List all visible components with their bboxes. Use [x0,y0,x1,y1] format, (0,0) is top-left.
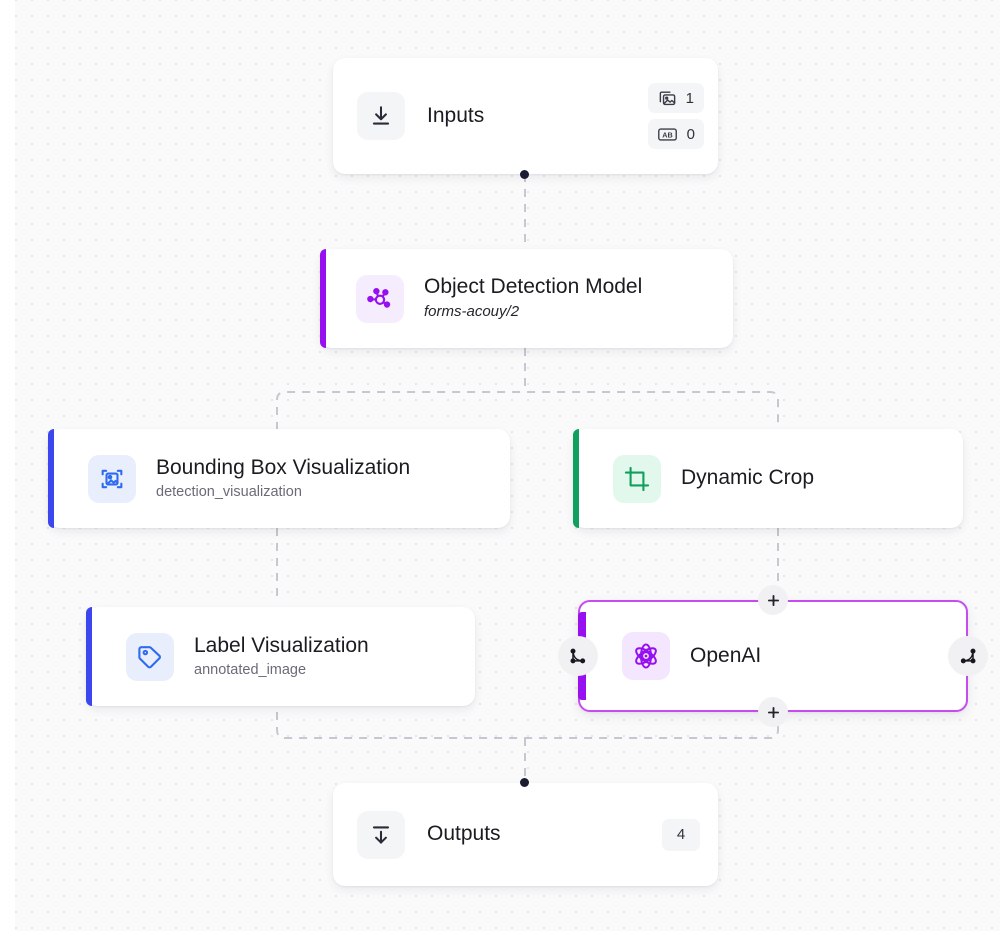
canvas-left-gutter [0,0,15,931]
crop-icon [624,466,650,491]
outputs-count-badge: 4 [662,818,700,851]
upload-from-line-icon [372,825,390,844]
node-object-detection-model[interactable]: Object Detection Model forms-acouy/2 [320,249,733,348]
node-accent-bar [573,429,579,528]
node-accent-bar [320,249,326,348]
node-outputs[interactable]: Outputs 4 [333,783,718,886]
model-icon-tile [356,274,404,323]
add-node-bottom-handle[interactable] [758,697,788,727]
outputs-text-block: Outputs [427,822,501,846]
inputs-icon-tile [357,92,405,140]
svg-text:AB: AB [662,130,672,139]
node-bounding-box-visualization[interactable]: Bounding Box Visualization detection_vis… [48,429,510,528]
node-dynamic-crop[interactable]: Dynamic Crop [573,429,963,528]
outputs-icon-tile [357,810,405,859]
model-text-block: Object Detection Model forms-acouy/2 [424,275,642,322]
badge-images-count: 1 [685,89,694,107]
model-subtitle: forms-acouy/2 [424,303,520,321]
tag-icon [138,645,161,668]
branch-icon [570,648,586,664]
image-box-icon [101,469,123,488]
label-subtitle: annotated_image [194,661,307,678]
output-branch-handle[interactable] [948,636,988,676]
branch-icon [960,648,976,664]
outputs-input-dot [520,778,529,787]
edge-merge-bar [276,712,779,739]
node-label-visualization[interactable]: Label Visualization annotated_image [86,607,475,706]
node-openai[interactable]: OpenAI [558,585,988,727]
label-icon-tile [126,632,174,681]
input-branch-handle[interactable] [558,636,598,676]
openai-title: OpenAI [690,643,762,667]
crop-text-block: Dynamic Crop [681,466,814,490]
node-inputs[interactable]: Inputs 1 AB 0 [333,58,718,174]
download-to-line-icon [372,106,390,125]
images-icon [659,90,675,105]
model-title: Object Detection Model [424,275,643,299]
node-accent-bar [86,607,92,706]
inputs-title: Inputs [427,103,485,127]
inputs-text-block: Inputs [427,104,484,128]
plus-icon [767,594,779,606]
label-text-block: Label Visualization annotated_image [194,634,369,680]
inputs-output-dot [520,170,529,179]
inputs-badges: 1 AB 0 [647,83,704,149]
outputs-title: Outputs [427,822,501,846]
bbox-text-block: Bounding Box Visualization detection_vis… [156,456,410,502]
node-accent-bar [48,429,54,528]
badge-text: AB 0 [647,119,704,149]
bbox-title: Bounding Box Visualization [156,455,411,479]
molecule-icon [367,287,391,308]
openai-icon-tile [622,632,670,680]
label-title: Label Visualization [194,633,369,657]
crop-title: Dynamic Crop [681,466,815,490]
add-node-top-handle[interactable] [758,585,788,615]
bbox-icon-tile [88,454,136,503]
badge-images: 1 [647,83,704,113]
atom-icon [635,643,657,669]
openai-text-block: OpenAI [690,644,761,668]
plus-icon [767,706,779,718]
badge-text-count: 0 [686,125,695,143]
edge-split-bar [276,391,779,430]
crop-icon-tile [613,454,661,503]
text-ab-icon: AB [657,127,677,141]
bbox-subtitle: detection_visualization [156,483,302,500]
